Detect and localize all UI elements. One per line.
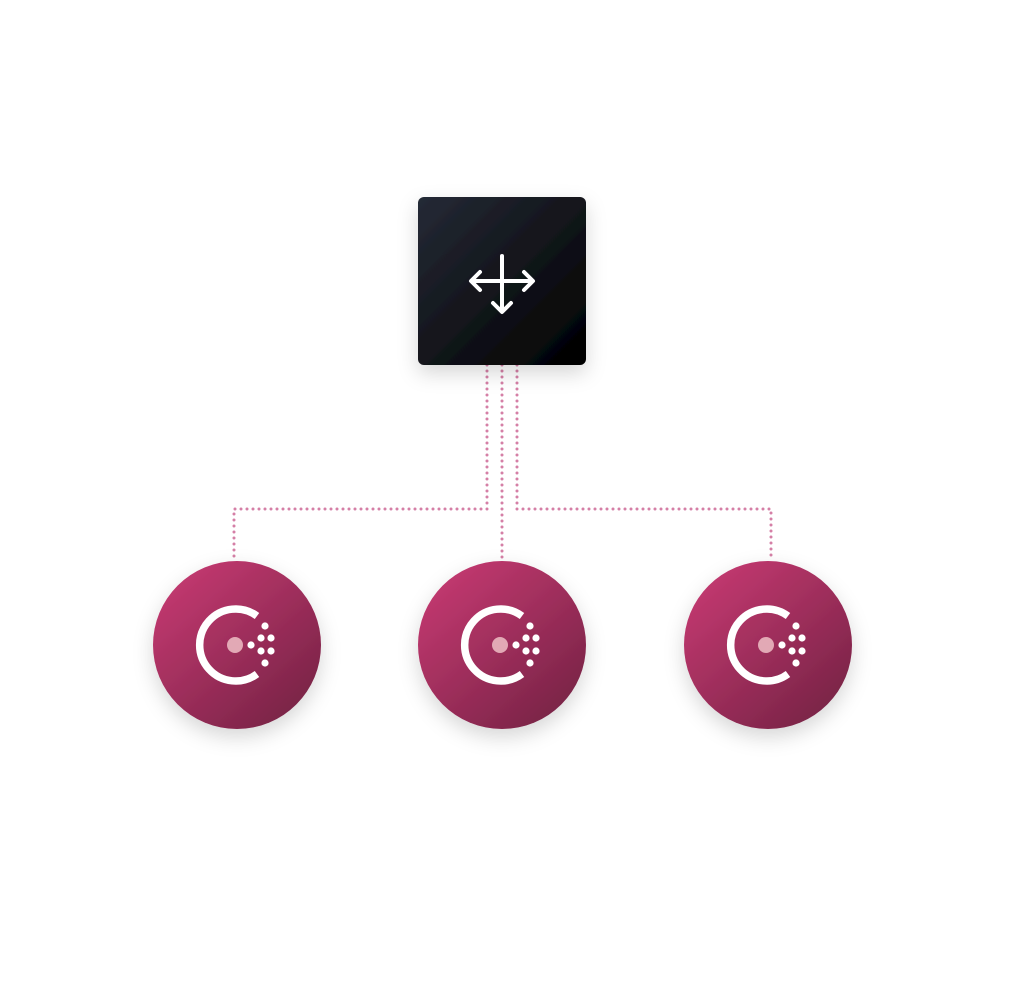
child-node-1[interactable]	[153, 561, 321, 729]
move-arrows-icon	[469, 254, 535, 314]
connector-right	[515, 363, 773, 561]
connector-left	[232, 363, 489, 561]
connector-lines	[232, 363, 773, 561]
child-node-2[interactable]	[418, 561, 586, 729]
root-node[interactable]	[418, 197, 586, 365]
child-node-3[interactable]	[684, 561, 852, 729]
